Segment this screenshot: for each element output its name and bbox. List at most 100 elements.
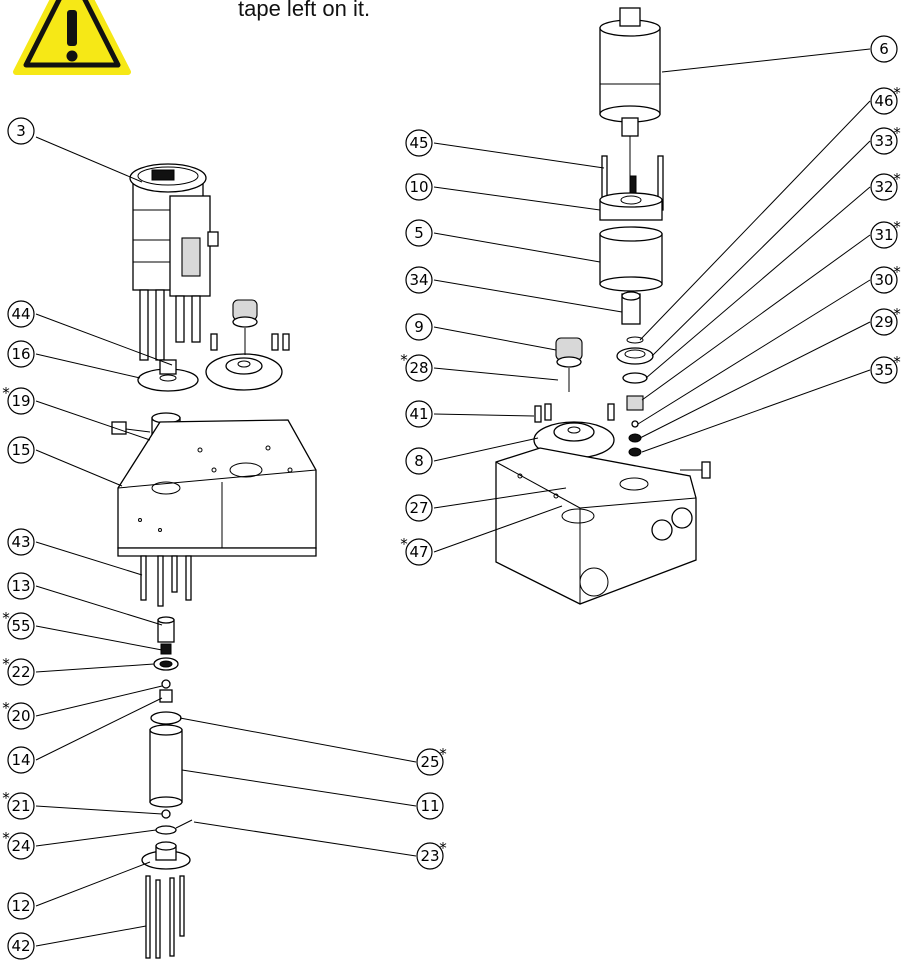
- callout-label: 43: [11, 533, 30, 551]
- callout-10: 10: [405, 173, 433, 201]
- callout-star: *: [893, 84, 901, 102]
- callout-label: 25: [420, 753, 439, 771]
- callout-5: 5: [405, 219, 433, 247]
- coupling-part: [621, 291, 641, 325]
- lower-stack-parts: [153, 616, 179, 703]
- callout-label: 11: [420, 797, 439, 815]
- callout-label: 19: [11, 392, 30, 410]
- callout-label: 5: [414, 224, 424, 242]
- callout-balloons: 3441619*15431355*22*20*1421*24*124225*11…: [2, 35, 901, 960]
- callout-32: 32*: [870, 170, 901, 201]
- callout-46: 46*: [870, 84, 901, 115]
- long-bolts-part: [145, 875, 185, 959]
- callout-31: 31*: [870, 218, 901, 249]
- callout-44: 44: [7, 300, 35, 328]
- callout-label: 29: [874, 313, 893, 331]
- callout-24: 24*: [2, 829, 35, 860]
- flange-part: [599, 155, 664, 221]
- callout-29: 29*: [870, 305, 901, 336]
- callout-label: 10: [409, 178, 428, 196]
- callout-star: *: [2, 829, 10, 847]
- callout-21: 21*: [2, 789, 35, 820]
- callout-23: 23*: [416, 839, 447, 870]
- actuator-assembly-part: [129, 163, 219, 361]
- callout-label: 16: [11, 345, 30, 363]
- callout-55: 55*: [2, 609, 35, 640]
- callout-star: *: [893, 218, 901, 236]
- callout-star: *: [2, 384, 10, 402]
- callout-label: 47: [409, 543, 428, 561]
- callout-label: 32: [874, 178, 893, 196]
- main-block-part: [117, 419, 317, 557]
- callout-label: 13: [11, 577, 30, 595]
- callout-12: 12: [7, 892, 35, 920]
- callout-label: 12: [11, 897, 30, 915]
- callout-6: 6: [870, 35, 898, 63]
- callout-25: 25*: [416, 745, 447, 776]
- callout-star: *: [400, 351, 408, 369]
- cap-part: [555, 337, 583, 392]
- callout-label: 45: [409, 134, 428, 152]
- callout-47: 47*: [400, 535, 433, 566]
- callout-label: 55: [11, 617, 30, 635]
- callout-13: 13: [7, 572, 35, 600]
- callout-42: 42: [7, 932, 35, 960]
- callout-label: 3: [16, 122, 26, 140]
- callout-43: 43: [7, 528, 35, 556]
- callout-3: 3: [7, 117, 35, 145]
- callout-34: 34: [405, 266, 433, 294]
- callout-label: 20: [11, 707, 30, 725]
- callout-16: 16: [7, 340, 35, 368]
- callout-label: 15: [11, 441, 30, 459]
- callout-label: 24: [11, 837, 30, 855]
- callout-label: 41: [409, 405, 428, 423]
- callout-label: 6: [879, 40, 889, 58]
- lower-cylinder-part: [149, 711, 183, 808]
- callout-8: 8: [405, 447, 433, 475]
- callout-star: *: [2, 699, 10, 717]
- callout-label: 42: [11, 937, 30, 955]
- warning-caption: tape left on it.: [238, 0, 371, 21]
- housing-part: [599, 226, 663, 292]
- callout-20: 20*: [2, 699, 35, 730]
- leader-lines: [35, 48, 871, 947]
- callout-label: 31: [874, 226, 893, 244]
- callout-15: 15: [7, 436, 35, 464]
- callout-label: 34: [409, 271, 428, 289]
- callout-label: 30: [874, 271, 893, 289]
- callout-label: 46: [874, 92, 893, 110]
- callout-label: 35: [874, 361, 893, 379]
- callout-label: 27: [409, 499, 428, 517]
- callout-star: *: [439, 839, 447, 857]
- right-block-part: [495, 447, 711, 605]
- callout-star: *: [2, 655, 10, 673]
- callout-star: *: [893, 124, 901, 142]
- callout-27: 27: [405, 494, 433, 522]
- callout-22: 22*: [2, 655, 35, 686]
- callout-star: *: [439, 745, 447, 763]
- callout-14: 14: [7, 746, 35, 774]
- callout-label: 21: [11, 797, 30, 815]
- right-cover-part: [533, 403, 615, 459]
- callout-label: 9: [414, 318, 424, 336]
- callout-star: *: [893, 170, 901, 188]
- callout-19: 19*: [2, 384, 35, 415]
- callout-label: 8: [414, 452, 424, 470]
- callout-star: *: [893, 353, 901, 371]
- callout-11: 11: [416, 792, 444, 820]
- callout-label: 23: [420, 847, 439, 865]
- warning-triangle-icon: [13, 0, 131, 75]
- motor-part: [599, 7, 661, 190]
- callout-9: 9: [405, 313, 433, 341]
- callout-label: 44: [11, 305, 30, 323]
- callout-star: *: [893, 305, 901, 323]
- upper-plate-part: [137, 359, 199, 392]
- base-plate-part: [141, 809, 193, 870]
- callout-45: 45: [405, 129, 433, 157]
- callout-30: 30*: [870, 263, 901, 294]
- callout-star: *: [893, 263, 901, 281]
- callout-35: 35*: [870, 353, 901, 384]
- callout-28: 28*: [400, 351, 433, 382]
- callout-star: *: [2, 789, 10, 807]
- callout-star: *: [400, 535, 408, 553]
